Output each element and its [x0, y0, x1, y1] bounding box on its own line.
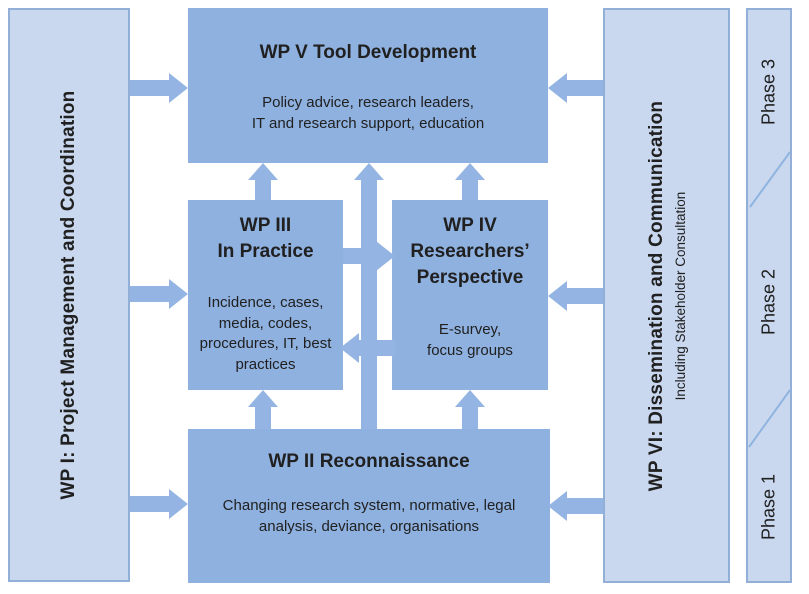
- phase-1-label: Phase 1: [758, 473, 779, 541]
- arrow-wp1-to-wp3: [130, 279, 188, 309]
- wp2-title: WP II Reconnaissance: [268, 451, 470, 472]
- arrow-wp6-to-wp4: [548, 281, 603, 311]
- wp4-title: WP IV Researchers’ Perspective: [410, 215, 530, 288]
- wp5-tool-development-box: WP V Tool Development Policy advice, res…: [188, 8, 548, 163]
- wp6-dissemination-bar: WP VI: Dissemination and Communication I…: [603, 8, 730, 583]
- arrow-wp6-to-wp2: [548, 491, 603, 521]
- wp3-title: WP III In Practice: [217, 215, 314, 262]
- wp4-researchers-perspective-box: WP IV Researchers’ Perspective E-survey,…: [392, 200, 548, 390]
- arrow-wp1-to-wp2: [130, 489, 188, 519]
- wp6-bar-text: WP VI: Dissemination and Communication I…: [646, 100, 688, 490]
- arrow-wp4-to-wp5: [455, 163, 485, 200]
- wp6-bar-subtitle: Including Stakeholder Consultation: [672, 191, 688, 400]
- phase-bar: Phase 3 Phase 2 Phase 1: [746, 8, 792, 583]
- arrow-wp4-to-wp3: [340, 333, 395, 363]
- wp2-reconnaissance-box: WP II Reconnaissance Changing research s…: [188, 429, 550, 583]
- wp2-body: Changing research system, normative, leg…: [222, 497, 516, 535]
- wp5-title: WP V Tool Development: [259, 42, 477, 63]
- wp3-body: Incidence, cases, media, codes, procedur…: [199, 294, 332, 373]
- arrow-wp2-to-wp3: [248, 390, 278, 429]
- wp4-body: E-survey, focus groups: [427, 321, 513, 359]
- wp6-bar-title: WP VI: Dissemination and Communication: [645, 100, 667, 491]
- phase-divider-lines: [748, 151, 790, 448]
- wp1-management-bar: WP I: Project Management and Coordinatio…: [8, 8, 130, 582]
- wp1-bar-title: WP I: Project Management and Coordinatio…: [58, 90, 79, 500]
- wp5-body: Policy advice, research leaders, IT and …: [251, 94, 485, 132]
- arrow-wp6-to-wp5: [548, 73, 603, 103]
- phase-3-label: Phase 3: [758, 58, 779, 126]
- phase-2-label: Phase 2: [758, 268, 779, 336]
- wp3-in-practice-box: WP III In Practice Incidence, cases, med…: [188, 200, 343, 390]
- arrow-wp2-to-wp5: [354, 163, 384, 429]
- arrow-wp3-to-wp4: [343, 241, 395, 271]
- arrow-wp2-to-wp4: [455, 390, 485, 429]
- arrow-wp3-to-wp5: [248, 163, 278, 200]
- arrow-wp1-to-wp5: [130, 73, 188, 103]
